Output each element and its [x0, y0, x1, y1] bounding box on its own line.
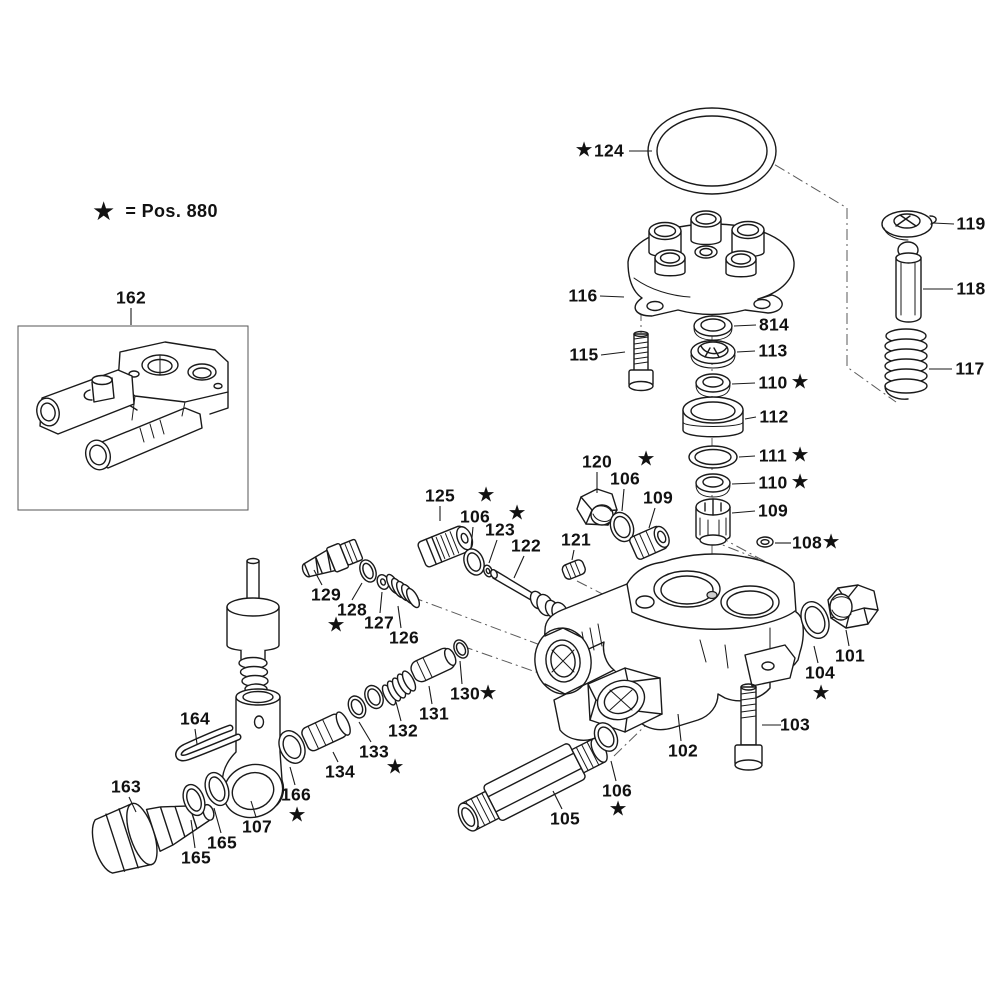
elbow-107 [221, 688, 285, 819]
seal-ring-814 [693, 315, 733, 341]
retainer-119 [881, 210, 937, 241]
o-ring-106-mid [463, 548, 485, 576]
seal-110-lower [695, 473, 731, 498]
hose-barb-129 [301, 538, 364, 578]
o-ring-166 [278, 730, 306, 764]
label-leaders [128, 150, 955, 849]
bolt-115 [628, 330, 654, 392]
nipple-105 [457, 737, 608, 832]
inset-assembled-unit [17, 308, 249, 511]
o-ring-130 [453, 639, 469, 659]
o-ring-104 [800, 601, 830, 639]
fitting-125 [417, 525, 474, 568]
spring-126 [385, 573, 421, 609]
o-ring-111 [688, 445, 738, 469]
sleeve-112 [682, 396, 744, 438]
o-ring-128 [359, 559, 377, 583]
suction-tube [226, 557, 280, 695]
spring-132 [381, 670, 417, 706]
set-screw-121 [561, 559, 587, 580]
bolt-103 [734, 683, 763, 771]
cover-116 [627, 210, 795, 317]
valve-109-side [629, 525, 670, 560]
o-rings-133 [347, 684, 384, 719]
piston-134 [301, 711, 351, 752]
o-ring-165-left [182, 783, 206, 817]
valve-109-column [695, 498, 731, 546]
plug-101 [827, 584, 879, 629]
clip-164 [175, 724, 242, 762]
pump-body-102 [534, 553, 804, 741]
valve-piston-131 [410, 647, 457, 683]
fitting-163 [91, 802, 215, 874]
plug-120 [576, 488, 618, 526]
o-ring-165-right [204, 771, 230, 807]
seal-110-upper [695, 373, 731, 398]
o-ring-124 [647, 107, 777, 195]
o-ring-106-top [609, 511, 635, 543]
piston-118 [895, 241, 922, 323]
o-ring-108 [756, 536, 774, 548]
o-ring-106-bottom [593, 722, 619, 752]
seal-113 [690, 339, 736, 369]
spring-117 [884, 328, 928, 400]
